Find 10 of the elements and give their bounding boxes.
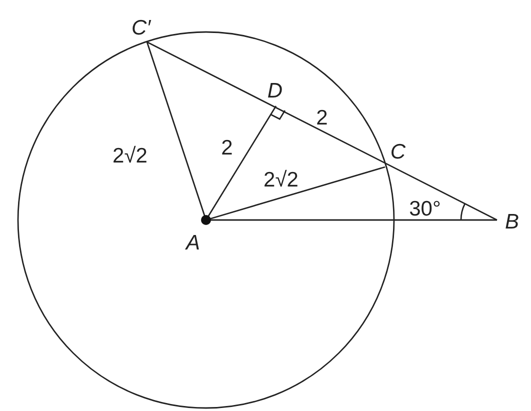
point-label: A [186, 232, 200, 254]
point-label: C′ [131, 18, 151, 38]
point-label: D [267, 80, 283, 102]
angle-label: 30° [409, 198, 441, 220]
point-label: C [390, 142, 406, 162]
length-label: 2√2 [112, 146, 148, 166]
length-label: 2√2 [264, 170, 298, 190]
point-label: B [505, 212, 519, 232]
length-label: 2 [316, 108, 328, 128]
length-label: 2 [221, 138, 233, 158]
